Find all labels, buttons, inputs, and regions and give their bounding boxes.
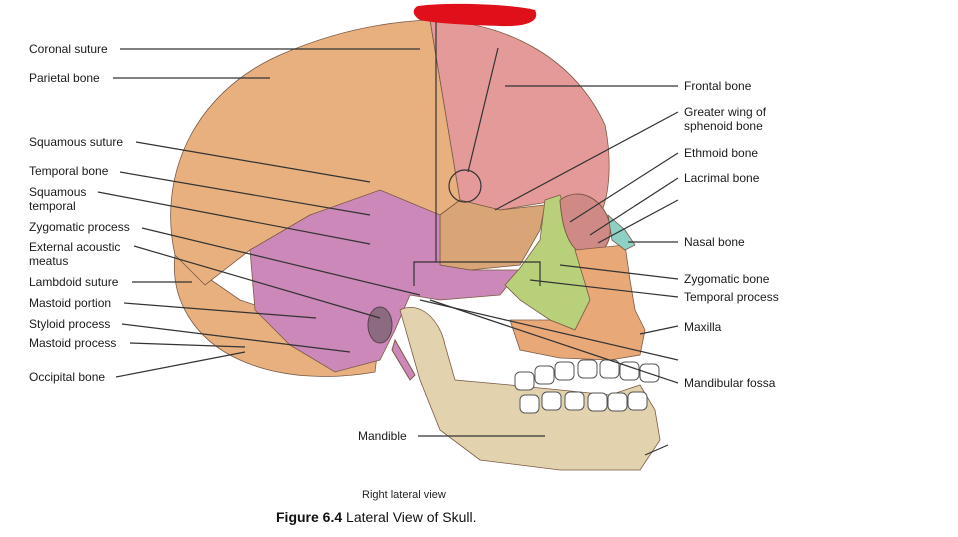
tooth (627, 391, 648, 411)
tooth (607, 392, 628, 412)
highlight-circle (448, 169, 482, 203)
label-frontal-bone: Frontal bone (684, 79, 752, 93)
figure-caption: Figure 6.4 Lateral View of Skull. (276, 509, 477, 525)
label-mastoid-portion: Mastoid portion (29, 296, 112, 310)
label-lambdoid-suture: Lambdoid suture (29, 275, 119, 289)
label-temporal-process: Temporal process (684, 290, 779, 304)
tooth (514, 371, 535, 391)
caption-text: Lateral View of Skull. (342, 509, 477, 525)
label-mastoid-process: Mastoid process (29, 336, 117, 350)
label-zygomatic-process: Zygomatic process (29, 220, 130, 234)
tooth (541, 391, 562, 411)
label-lacrimal-bone: Lacrimal bone (684, 171, 760, 185)
label-external-acoustic-meatus: External acoustic meatus (29, 240, 121, 268)
tooth (534, 365, 555, 385)
caption-number: Figure 6.4 (276, 509, 343, 525)
label-nasal-bone: Nasal bone (684, 235, 745, 249)
label-ethmoid-bone: Ethmoid bone (684, 146, 759, 160)
label-mandibular-fossa: Mandibular fossa (684, 376, 776, 390)
teeth (514, 359, 660, 414)
label-squamous-temporal: Squamous temporal (29, 185, 87, 213)
maxilla-bone (509, 244, 646, 361)
tooth (519, 394, 540, 414)
redaction-mark (413, 3, 537, 27)
ear-opening (367, 306, 393, 344)
label-mandible: Mandible (358, 429, 407, 443)
tooth (577, 359, 598, 379)
view-text: Right lateral view (362, 489, 446, 501)
label-occipital-bone: Occipital bone (29, 370, 106, 384)
tooth (564, 391, 585, 411)
label-zygomatic-bone: Zygomatic bone (684, 272, 770, 286)
label-coronal-suture: Coronal suture (29, 42, 108, 56)
label-styloid-process: Styloid process (29, 317, 111, 331)
tooth (554, 361, 575, 381)
styloid-process (391, 338, 416, 381)
label-parietal-bone: Parietal bone (29, 71, 100, 85)
label-maxilla: Maxilla (684, 320, 722, 334)
tooth (619, 361, 640, 381)
leader-lines (97, 22, 679, 456)
label-greater-wing-sphenoid: Greater wing of sphenoid bone (684, 105, 767, 133)
temporal-bone (249, 189, 521, 373)
label-squamous-suture: Squamous suture (29, 135, 124, 149)
tooth (587, 392, 608, 412)
label-temporal-bone: Temporal bone (29, 164, 109, 178)
